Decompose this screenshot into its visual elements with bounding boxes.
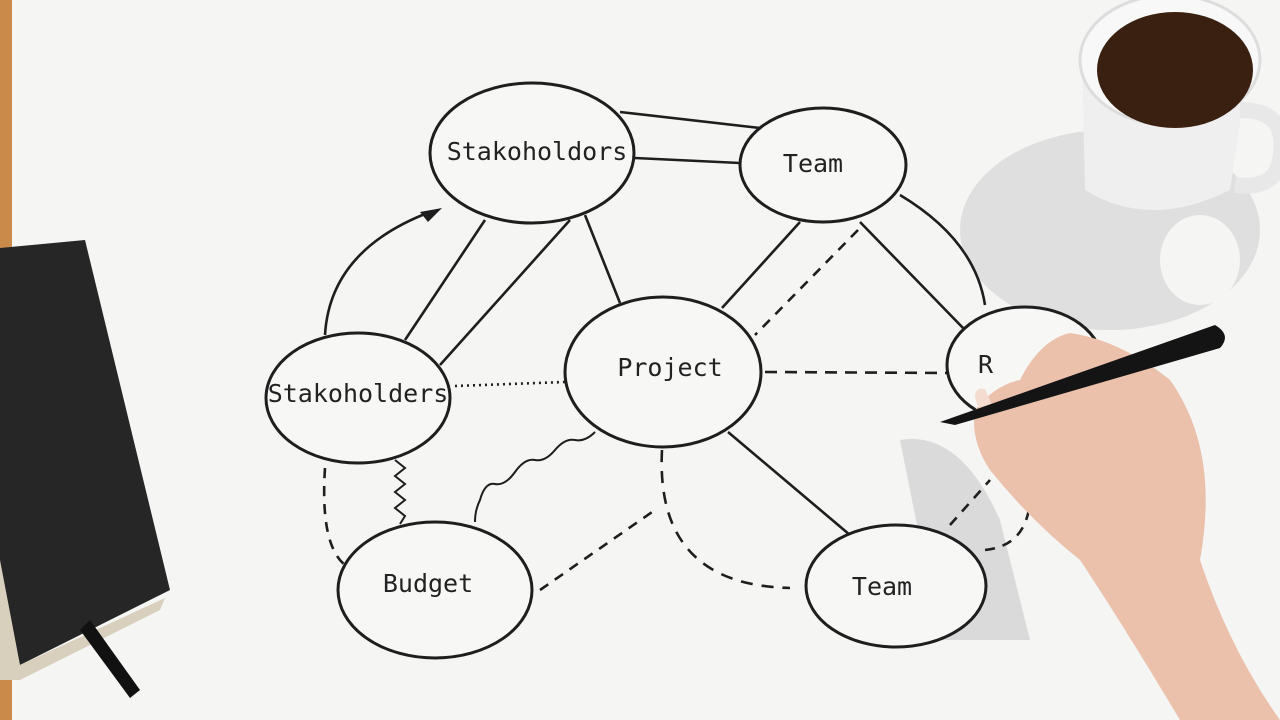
mug-shadow-handle [1160,215,1240,305]
edge-solid [721,221,801,309]
hand-with-pen [940,325,1280,720]
edge-solid [634,156,741,165]
coffee [1097,12,1253,128]
edge-solid [439,219,571,366]
label-team-bottom: Team [852,572,912,601]
edge-dashed [754,229,859,336]
notebook [0,240,170,698]
node-stakeholders-top [428,81,636,225]
bookmark-ribbon [80,620,140,698]
arrowhead-icon [420,208,442,222]
edge-arrow [323,210,431,336]
label-stakeholders-top: Stakoholdors [447,137,628,166]
node-team-bottom [804,523,988,649]
label-project: Project [617,353,722,382]
pen [940,325,1225,425]
edge-wavy [474,431,596,523]
node-budget [336,520,534,660]
node-project [563,295,763,449]
edge-solid [583,214,622,304]
edge-solid [727,431,851,536]
node-stakeholders-left [264,331,452,465]
edge-solid [619,110,761,130]
edge-dashed [539,508,656,592]
node-team-top [738,106,908,224]
edge-solid [403,219,487,341]
label-budget: Budget [383,569,473,598]
edge-dashed [764,370,951,375]
label-stakeholders-left: Stakoholders [268,379,449,408]
edge-dotted [454,380,566,388]
edge-dashed [660,449,791,590]
edge-solid [899,193,987,306]
label-team-top: Team [783,149,843,178]
edge-solid [859,221,966,331]
edges [322,110,1032,592]
edge-wavy [393,459,407,525]
coffee-mug [1078,0,1280,210]
label-partial-right: R [978,350,994,379]
edge-dashed [322,467,346,567]
